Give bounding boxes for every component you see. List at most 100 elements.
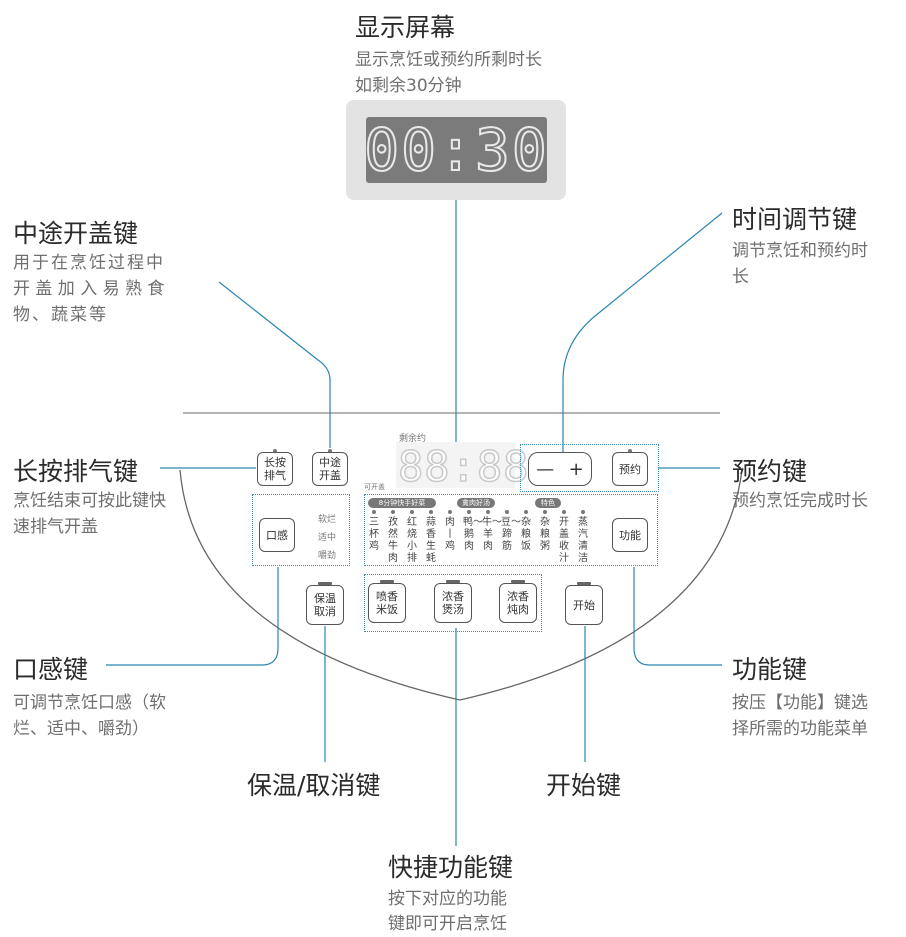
category-soup: 禽肉好汤 bbox=[457, 498, 495, 508]
preset-button-label: 预约 bbox=[619, 462, 641, 476]
menu-item: 肉丨鸡 bbox=[445, 517, 455, 552]
texture-key-desc-1: 可调节烹饪口感（软 bbox=[13, 693, 166, 713]
minus-button[interactable]: — bbox=[536, 458, 555, 480]
keepwarm-button-l1: 保温 bbox=[314, 592, 336, 605]
time-key-desc-2: 长 bbox=[732, 267, 749, 287]
vent-led bbox=[273, 449, 277, 453]
quick-key-desc-1: 按下对应的功能 bbox=[388, 889, 507, 909]
rice-indicator bbox=[380, 580, 394, 583]
preset-button[interactable]: 预约 bbox=[612, 452, 648, 486]
soup-button-l2: 煲汤 bbox=[442, 603, 464, 616]
rice-button-l1: 喷香 bbox=[376, 590, 398, 603]
time-key-title: 时间调节键 bbox=[732, 205, 858, 234]
soup-button[interactable]: 浓香 煲汤 bbox=[434, 583, 472, 623]
time-adjust-group bbox=[520, 444, 659, 492]
menu-led bbox=[372, 510, 376, 514]
category-quick: 8分钟快手好菜 bbox=[368, 498, 436, 508]
lid-open-indicator: 可开盖 bbox=[364, 483, 385, 491]
menu-item: 红烧小排 bbox=[407, 517, 417, 564]
start-key-title: 开始键 bbox=[546, 771, 622, 800]
rice-button[interactable]: 喷香 米饭 bbox=[368, 583, 406, 623]
rice-button-l2: 米饭 bbox=[376, 603, 398, 616]
start-indicator bbox=[577, 582, 591, 585]
menu-item: 豆〜蹄筋 bbox=[501, 517, 521, 552]
preset-key-desc-1: 预约烹饪完成时长 bbox=[732, 491, 868, 511]
menu-item: 蒸汽清洁 bbox=[578, 517, 588, 564]
vent-button-l1: 长按 bbox=[264, 456, 286, 469]
quick-key-title: 快捷功能键 bbox=[388, 853, 514, 882]
plus-button[interactable]: + bbox=[568, 458, 584, 480]
texture-button[interactable]: 口感 bbox=[259, 518, 295, 552]
function-button-label: 功能 bbox=[619, 528, 641, 542]
quick-group bbox=[364, 574, 542, 632]
lid-button-l2: 开盖 bbox=[319, 469, 341, 482]
stew-indicator bbox=[511, 580, 525, 583]
menu-led bbox=[581, 510, 585, 514]
function-key-desc-1: 按压【功能】键选 bbox=[732, 693, 868, 713]
time-key-desc-1: 调节烹饪和预约时 bbox=[732, 241, 868, 261]
texture-group bbox=[252, 494, 350, 566]
start-button[interactable]: 开始 bbox=[565, 585, 603, 625]
menu-led bbox=[505, 510, 509, 514]
keepwarm-button-l2: 取消 bbox=[314, 605, 336, 618]
texture-medium: 适中 bbox=[318, 533, 337, 543]
texture-key-desc-2: 烂、适中、嚼劲） bbox=[13, 719, 149, 739]
stew-button[interactable]: 浓香 炖肉 bbox=[499, 583, 537, 623]
remaining-label: 剩余约 bbox=[399, 434, 427, 444]
stew-button-l1: 浓香 bbox=[507, 590, 529, 603]
menu-item: 鸭〜鹅肉 bbox=[463, 517, 483, 552]
display-screen-value: 00:30 bbox=[363, 115, 549, 185]
display-screen: 00:30 bbox=[346, 100, 566, 200]
lid-key-desc-2: 开 盖 加 入 易 熟 食 bbox=[13, 279, 165, 299]
texture-key-title: 口感键 bbox=[13, 655, 89, 684]
lid-button[interactable]: 中途 开盖 bbox=[312, 452, 348, 486]
menu-led bbox=[429, 510, 433, 514]
menu-led bbox=[486, 510, 490, 514]
display-title: 显示屏幕 bbox=[355, 13, 456, 42]
lid-led bbox=[328, 449, 332, 453]
preset-key-title: 预约键 bbox=[732, 457, 808, 486]
time-adjust-rocker[interactable]: — + bbox=[528, 452, 592, 486]
texture-chewy: 嚼劲 bbox=[318, 551, 337, 561]
menu-item: 开盖收汁 bbox=[559, 517, 569, 564]
menu-led bbox=[562, 510, 566, 514]
vent-button-l2: 排气 bbox=[264, 469, 286, 482]
menu-led bbox=[391, 510, 395, 514]
vent-key-desc-2: 速排气开盖 bbox=[13, 517, 98, 537]
preset-led bbox=[628, 449, 632, 453]
lid-key-desc-3: 物、蔬菜等 bbox=[13, 305, 108, 325]
keepwarm-key-title: 保温/取消键 bbox=[247, 771, 381, 800]
panel-lcd: 88:88 bbox=[396, 441, 529, 492]
menu-item: 蒜香生蚝 bbox=[426, 517, 436, 564]
keepwarm-button[interactable]: 保温 取消 bbox=[306, 585, 344, 625]
menu-group bbox=[364, 494, 658, 566]
start-button-label: 开始 bbox=[573, 598, 595, 612]
menu-item: 三杯鸡 bbox=[369, 517, 379, 552]
menu-led bbox=[543, 510, 547, 514]
vent-key-title: 长按排气键 bbox=[13, 457, 139, 486]
menu-item: 孜然牛肉 bbox=[388, 517, 398, 564]
display-desc-1: 显示烹饪或预约所剩时长 bbox=[355, 50, 542, 70]
lid-key-title: 中途开盖键 bbox=[13, 219, 139, 248]
quick-key-desc-2: 键即可开启烹饪 bbox=[388, 914, 507, 934]
menu-led bbox=[467, 510, 471, 514]
lid-button-l1: 中途 bbox=[319, 456, 341, 469]
display-desc-2: 如剩余30分钟 bbox=[355, 76, 462, 96]
soup-indicator bbox=[446, 580, 460, 583]
menu-item: 杂粮饭 bbox=[521, 517, 531, 552]
function-key-desc-2: 择所需的功能菜单 bbox=[732, 719, 868, 739]
menu-item: 杂粮粥 bbox=[540, 517, 550, 552]
vent-key-desc-1: 烹饪结束可按此键快 bbox=[13, 491, 166, 511]
lid-key-desc-1: 用于在烹饪过程中 bbox=[13, 253, 165, 273]
vent-button[interactable]: 长按 排气 bbox=[257, 452, 293, 486]
menu-led bbox=[524, 510, 528, 514]
function-button[interactable]: 功能 bbox=[612, 518, 648, 552]
soup-button-l1: 浓香 bbox=[442, 590, 464, 603]
menu-item: 牛〜羊肉 bbox=[482, 517, 502, 552]
function-key-title: 功能键 bbox=[732, 655, 808, 684]
category-special: 特色 bbox=[535, 498, 561, 508]
stew-button-l2: 炖肉 bbox=[507, 603, 529, 616]
menu-led bbox=[448, 510, 452, 514]
panel-lcd-value: 88:88 bbox=[397, 441, 530, 492]
